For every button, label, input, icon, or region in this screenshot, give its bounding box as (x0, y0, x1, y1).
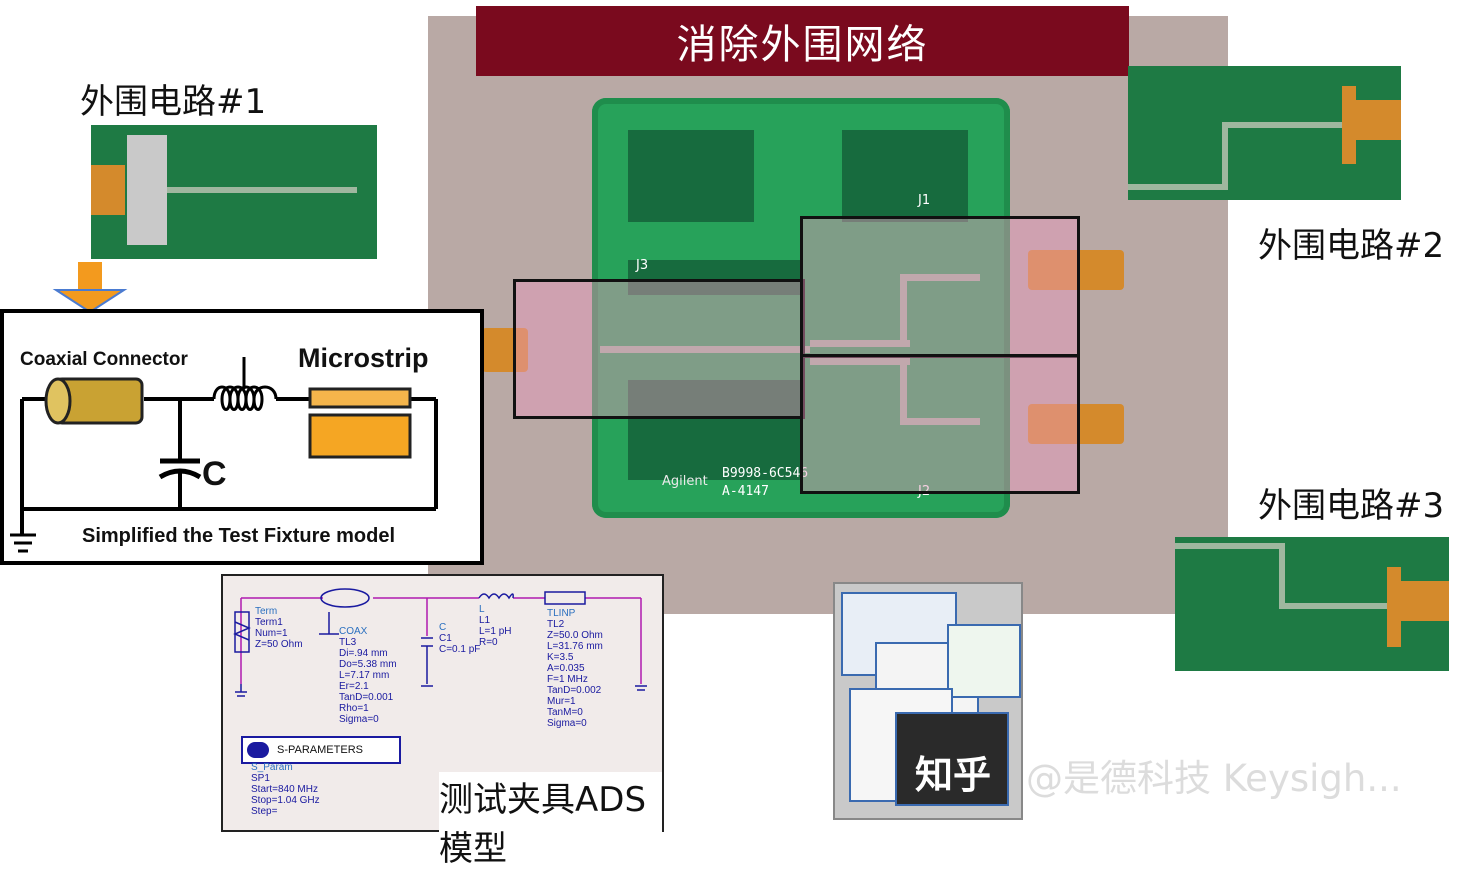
ads-tlinp-name: TL2 (547, 619, 565, 630)
ads-tlinp-f: F=1 MHz (547, 674, 588, 685)
ads-term-num: Num=1 (255, 628, 288, 639)
ads-tlinp-z: Z=50.0 Ohm (547, 630, 603, 641)
zhihu-logo-text: 知乎 (915, 753, 992, 797)
ads-coax-tand: TanD=0.001 (339, 692, 394, 703)
sparam-block: S-PARAMETERS (241, 736, 401, 764)
board-label-j1: J1 (918, 193, 931, 208)
ads-coax-di: Di=.94 mm (339, 648, 388, 659)
highlight-circuit-2 (800, 216, 1080, 358)
ads-cap-type: C (439, 622, 447, 633)
ads-sparam-type: S_Param (251, 762, 293, 773)
circuit-3-photo (1175, 537, 1449, 671)
capacitor-label: C (202, 455, 227, 493)
ground-pad (628, 130, 754, 222)
board-brand: Agilent (662, 474, 708, 489)
fixture-schematic (10, 357, 438, 553)
microstrip-trace (810, 358, 910, 365)
sma-connector-bottom-right (1028, 404, 1124, 444)
circuit-1-label: 外围电路#1 (80, 82, 267, 122)
fixture-model-caption: Simplified the Test Fixture model (82, 525, 396, 547)
ground-pad (628, 380, 803, 480)
ads-sparam-start: Start=840 MHz (251, 784, 318, 795)
ads-tlinp-tand: TanD=0.002 (547, 685, 602, 696)
sparam-title: S-PARAMETERS (277, 744, 363, 756)
board-part-number: B9998-6C546 (722, 466, 809, 481)
ads-coax-do: Do=5.38 mm (339, 659, 397, 670)
circuit-3-label: 外围电路#3 (1258, 486, 1445, 526)
page-title: 消除外围网络 (476, 6, 1129, 76)
ads-ind-type: L (479, 604, 485, 615)
ads-tlinp-a: A=0.035 (547, 663, 585, 674)
microstrip-trace (900, 358, 907, 424)
ads-coax-l: L=7.17 mm (339, 670, 390, 681)
fixture-model-box: Coaxial Connector Microstrip C Simplifie… (0, 309, 484, 565)
ground-pad (842, 130, 968, 222)
highlight-circuit-3 (800, 354, 1080, 494)
coax-connector-label: Coaxial Connector (20, 349, 188, 370)
ads-wiring (233, 588, 647, 697)
ads-coax-rho: Rho=1 (339, 703, 369, 714)
ads-schematic: Term Term1 Num=1 Z=50 Ohm COAX TL3 Di=.9… (221, 574, 664, 870)
ads-coax-er: Er=2.1 (339, 681, 369, 692)
ads-tlinp-tanm: TanM=0 (547, 707, 583, 718)
ads-term-type: Term (255, 606, 278, 617)
software-screenshots: 知乎 (833, 582, 1023, 820)
highlight-circuit-1 (513, 279, 805, 419)
microstrip-trace (900, 274, 907, 346)
ads-cap-name: C1 (439, 633, 452, 644)
ads-tlinp-type: TLINP (547, 608, 576, 619)
microstrip-trace (900, 274, 980, 281)
ads-sparam-step: Step= (251, 806, 278, 817)
ads-tlinp-sigma: Sigma=0 (547, 718, 587, 729)
ads-tlinp-l: L=31.76 mm (547, 641, 603, 652)
sma-connector-left (482, 328, 528, 372)
ads-ind-value: L=1 pH (479, 626, 512, 637)
ads-sparam-name: SP1 (251, 773, 270, 784)
ads-term-name: Term1 (255, 617, 283, 628)
ads-ind-r: R=0 (479, 637, 498, 648)
microstrip-label: Microstrip (298, 343, 429, 373)
circuit-2-label: 外围电路#2 (1258, 226, 1445, 266)
ground-pad (628, 260, 803, 295)
microstrip-trace (600, 346, 810, 353)
circuit-2-photo (1128, 66, 1401, 200)
board-label-j3: J3 (636, 258, 649, 273)
ads-tlinp-k: K=3.5 (547, 652, 574, 663)
ads-coax-name: TL3 (339, 637, 357, 648)
ads-term-z: Z=50 Ohm (255, 639, 303, 650)
microstrip-trace (900, 418, 980, 425)
agilent-logo-icon (247, 742, 269, 758)
ads-sparam-stop: Stop=1.04 GHz (251, 795, 320, 806)
circuit-1-photo (91, 125, 377, 259)
ads-cap-value: C=0.1 pF (439, 644, 481, 655)
board-part-revision: A-4147 (722, 484, 769, 499)
watermark: @是德科技 Keysigh... (1026, 757, 1402, 800)
sma-connector-top-right (1028, 250, 1124, 290)
ads-ind-name: L1 (479, 615, 491, 626)
ads-tlinp-mur: Mur=1 (547, 696, 576, 707)
microstrip-trace (810, 340, 910, 347)
ads-model-label: 测试夹具ADS 模型 (439, 772, 662, 870)
ads-coax-sigma: Sigma=0 (339, 714, 379, 725)
down-arrow-icon (52, 262, 128, 314)
ads-coax-type: COAX (339, 626, 368, 637)
